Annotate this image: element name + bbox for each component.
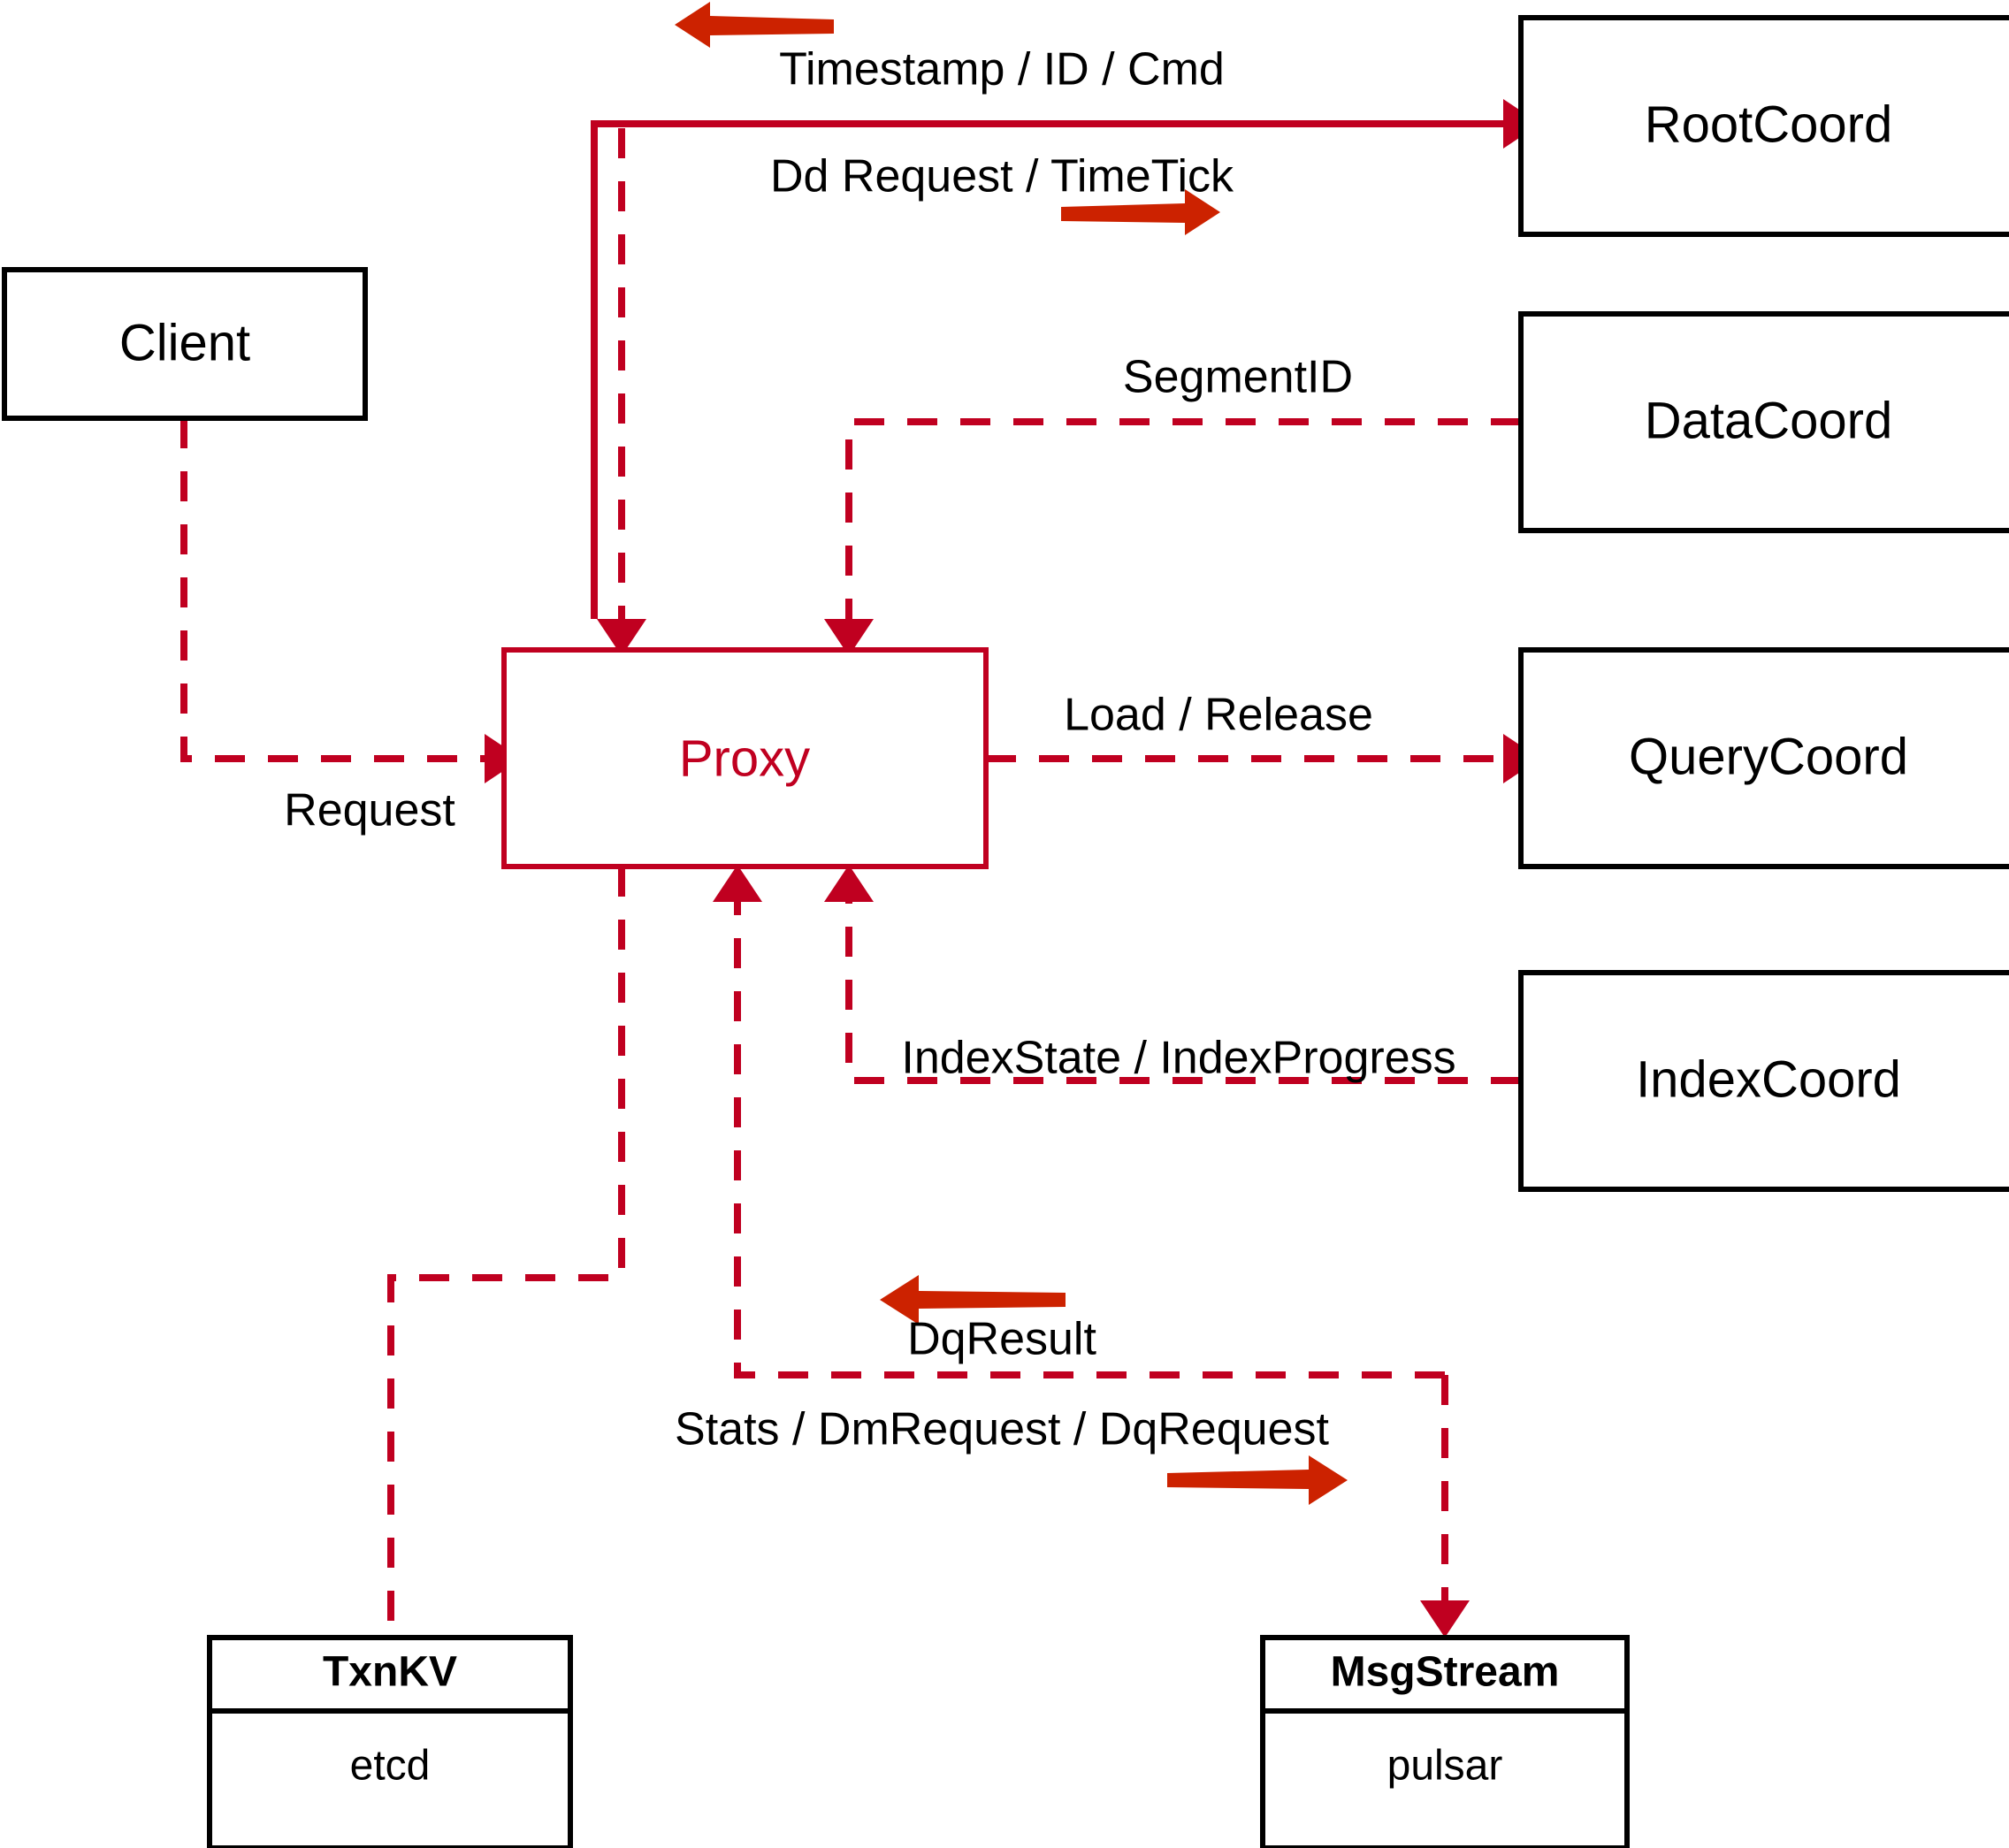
node-msgstream-label: MsgStream xyxy=(1331,1649,1560,1696)
edge-label-timestamp: Timestamp / ID / Cmd xyxy=(779,44,1225,95)
arrowhead-proxy-bottom-left xyxy=(713,865,762,902)
edge-proxy-to-msgstream xyxy=(1420,1375,1470,1638)
arrowhead-proxy-top-left xyxy=(597,619,646,656)
edge-msgstream-to-proxy xyxy=(713,865,1445,1378)
edge-label-ddrequest: Dd Request / TimeTick xyxy=(770,151,1234,202)
edge-label-request: Request xyxy=(284,785,455,836)
node-indexcoord-label: IndexCoord xyxy=(1636,1050,1901,1108)
node-client-label: Client xyxy=(119,314,250,371)
node-rootcoord[interactable]: RootCoord xyxy=(1518,15,2009,237)
arrowhead-proxy-bottom-right xyxy=(824,865,874,902)
edge-proxy-to-querycoord xyxy=(986,734,1540,783)
dir-arrow-dqresult xyxy=(880,1275,1066,1325)
node-txnkv[interactable]: TxnKV etcd xyxy=(207,1635,573,1848)
edge-indexcoord-to-proxy xyxy=(824,865,1521,1084)
node-datacoord-label: DataCoord xyxy=(1645,392,1892,449)
edge-label-dqrequest: Stats / DmRequest / DqRequest xyxy=(675,1404,1329,1455)
edge-label-loadrelease: Load / Release xyxy=(1064,690,1373,741)
dir-arrow-dqrequest xyxy=(1167,1455,1348,1505)
node-querycoord-label: QueryCoord xyxy=(1629,728,1908,785)
node-proxy[interactable]: Proxy xyxy=(501,647,989,869)
edge-datacoord-to-proxy xyxy=(824,418,1521,656)
node-msgstream-sublabel: pulsar xyxy=(1387,1743,1503,1790)
edge-proxy-to-txnkv xyxy=(387,867,625,1638)
node-datacoord[interactable]: DataCoord xyxy=(1518,311,2009,533)
node-txnkv-sublabel: etcd xyxy=(350,1743,431,1790)
node-txnkv-label: TxnKV xyxy=(323,1649,457,1696)
dir-arrow-timestamp xyxy=(675,2,834,48)
node-proxy-label: Proxy xyxy=(679,729,810,787)
node-client[interactable]: Client xyxy=(2,267,368,421)
edge-rootcoord-vertical xyxy=(597,128,646,656)
node-indexcoord[interactable]: IndexCoord xyxy=(1518,970,2009,1192)
edge-label-dqresult: DqResult xyxy=(907,1314,1096,1365)
edge-label-indexstate: IndexState / IndexProgress xyxy=(901,1033,1455,1084)
dir-arrow-ddrequest xyxy=(1061,189,1220,235)
arrowhead-msgstream xyxy=(1420,1600,1470,1638)
edge-client-to-proxy xyxy=(180,418,522,783)
node-rootcoord-label: RootCoord xyxy=(1645,95,1892,153)
edge-label-segmentid: SegmentID xyxy=(1123,352,1353,403)
node-querycoord[interactable]: QueryCoord xyxy=(1518,647,2009,869)
arrowhead-proxy-top-right xyxy=(824,619,874,656)
node-msgstream[interactable]: MsgStream pulsar xyxy=(1260,1635,1630,1848)
